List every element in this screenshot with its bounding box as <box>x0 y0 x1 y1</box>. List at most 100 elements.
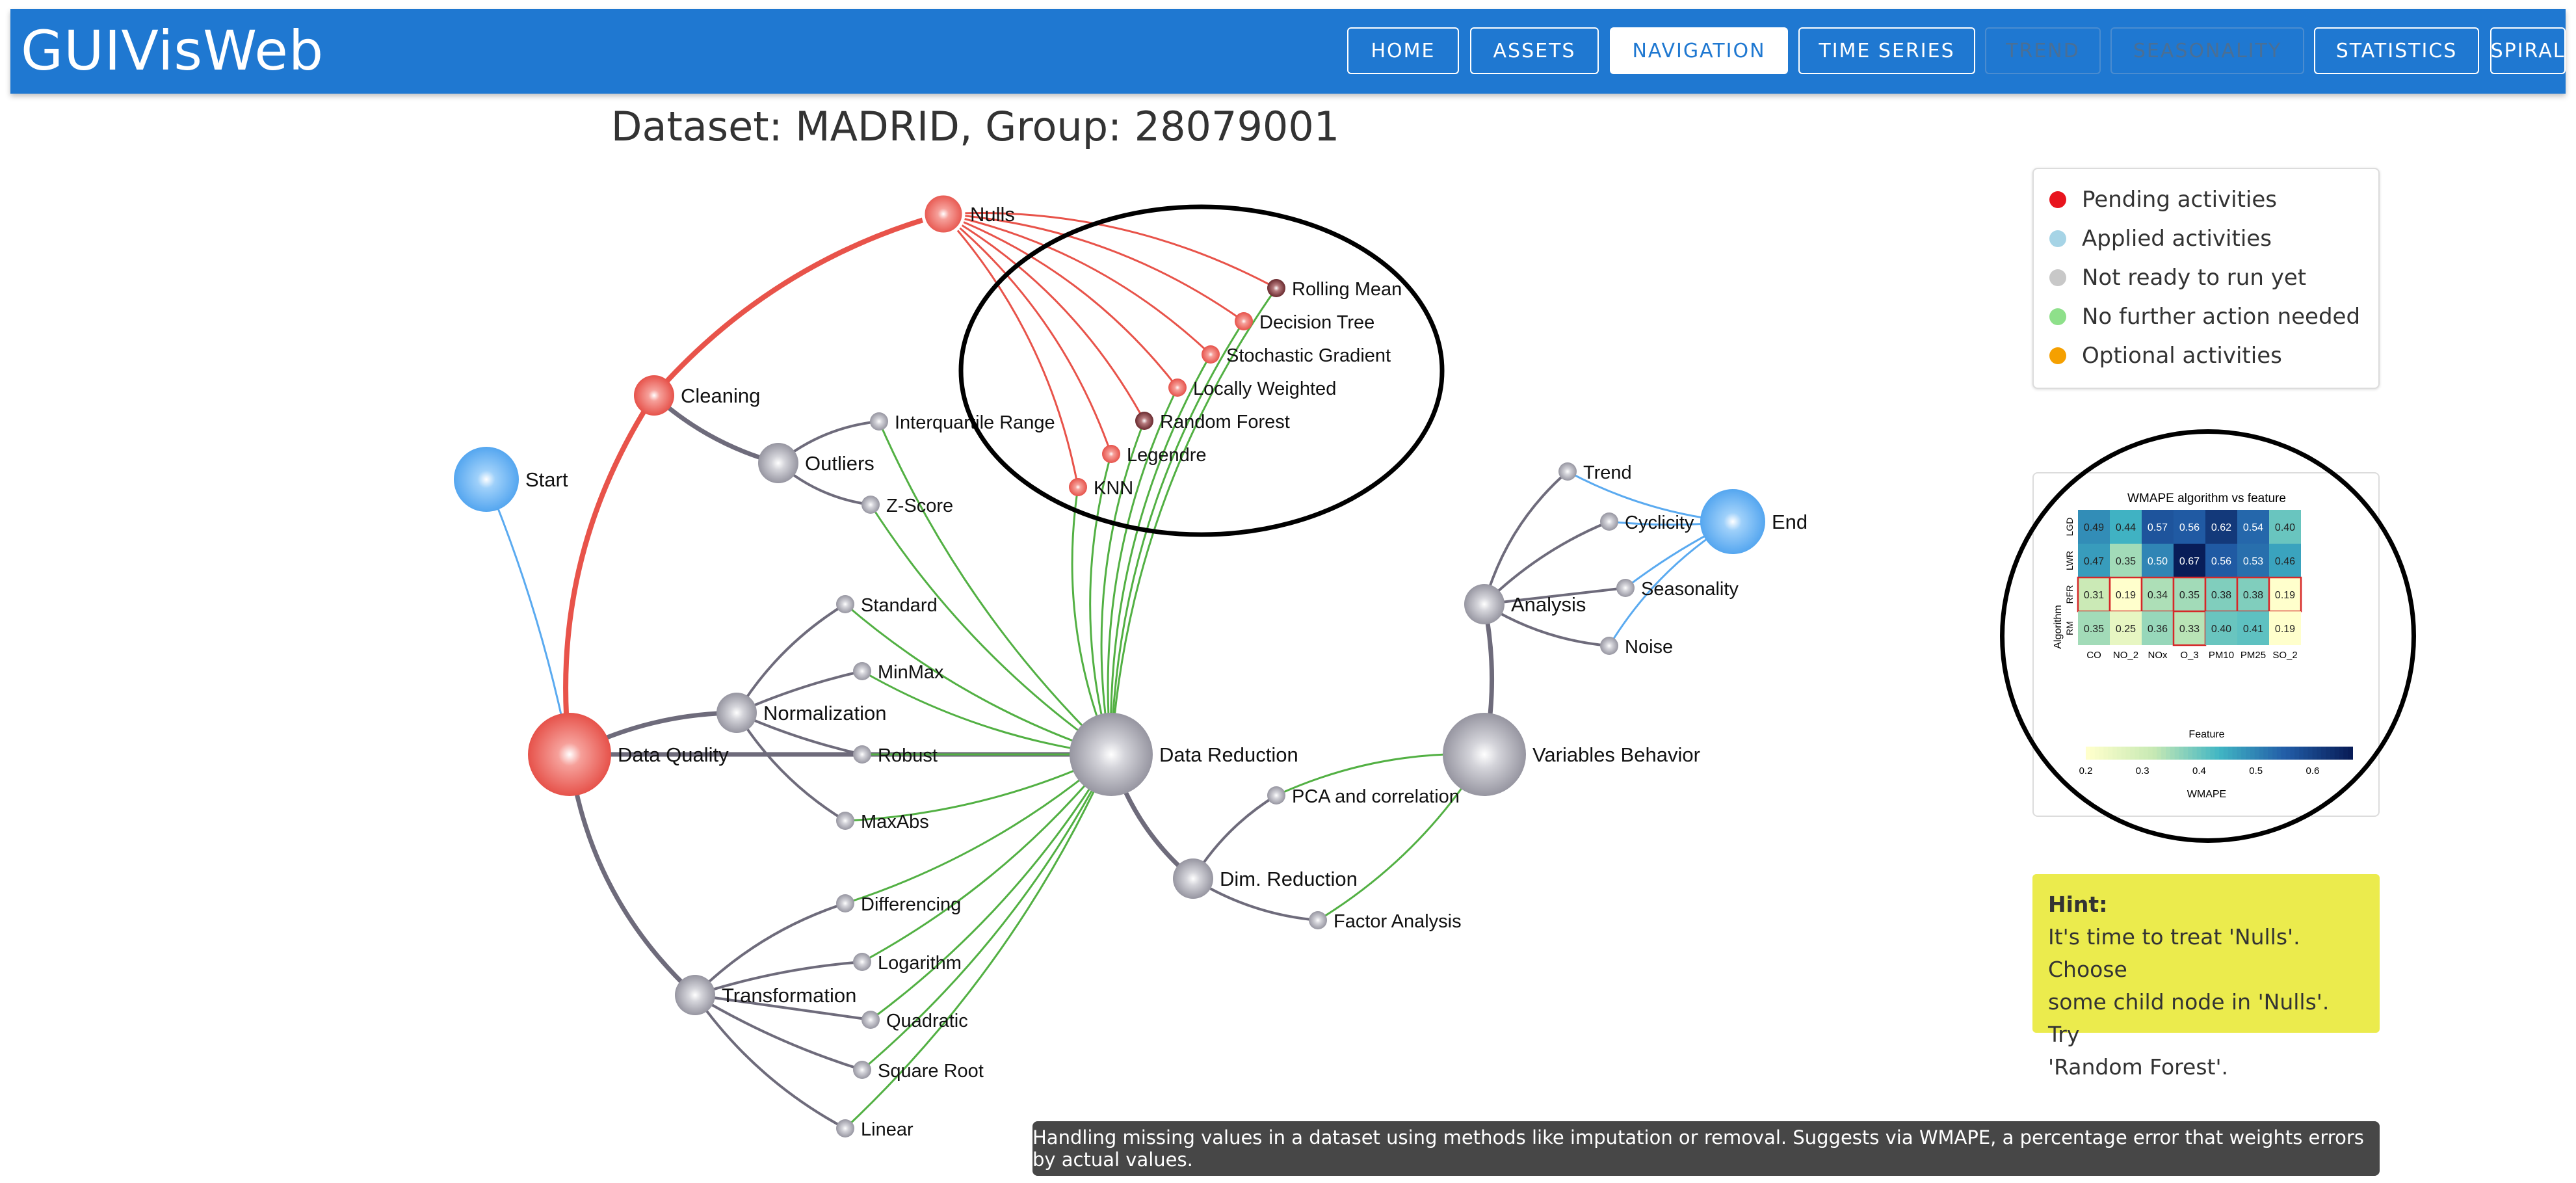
node-circle[interactable] <box>836 894 854 912</box>
node-circle[interactable] <box>861 1011 880 1029</box>
graph-node-cleaning[interactable]: Cleaning <box>634 375 760 416</box>
graph-node-standard[interactable]: Standard <box>836 595 938 616</box>
nav-spiral-button[interactable]: SPIRAL <box>2490 27 2566 74</box>
node-circle[interactable] <box>870 412 888 431</box>
node-label: Trend <box>1583 462 1632 483</box>
nav-statistics-button[interactable]: STATISTICS <box>2314 27 2479 74</box>
edge-normalization-maxabs <box>735 711 847 822</box>
node-circle[interactable] <box>1069 478 1087 496</box>
graph-node-iqr[interactable]: Interquartile Range <box>870 412 1055 433</box>
nav-assets-button[interactable]: ASSETS <box>1470 27 1599 74</box>
graph-node-end[interactable]: End <box>1700 489 1807 554</box>
node-circle[interactable] <box>1464 584 1505 624</box>
hint-title: Hint: <box>2048 892 2108 917</box>
node-label: Data Quality <box>618 743 729 766</box>
graph-node-variables-behavior[interactable]: Variables Behavior <box>1443 713 1700 796</box>
node-circle[interactable] <box>1616 579 1635 597</box>
node-circle[interactable] <box>675 975 715 1015</box>
edge-quadratic-data_reduction <box>870 754 1112 1021</box>
node-circle[interactable] <box>853 1061 871 1079</box>
graph-node-locally-weighted[interactable]: Locally Weighted <box>1168 379 1336 399</box>
app-brand[interactable]: GUIVisWeb <box>21 19 324 83</box>
graph-node-transformation[interactable]: Transformation <box>675 975 856 1015</box>
node-circle[interactable] <box>1202 345 1220 364</box>
nav-trend-button[interactable]: TREND <box>1985 27 2101 74</box>
graph-node-differencing[interactable]: Differencing <box>836 894 961 915</box>
graph-node-cyclicity[interactable]: Cyclicity <box>1600 512 1694 533</box>
graph-node-zscore[interactable]: Z-Score <box>861 496 953 516</box>
graph-node-analysis[interactable]: Analysis <box>1464 584 1586 624</box>
node-circle[interactable] <box>836 1119 854 1137</box>
node-circle[interactable] <box>1443 713 1526 796</box>
graph-node-rolling-mean[interactable]: Rolling Mean <box>1267 279 1402 300</box>
node-circle[interactable] <box>1173 858 1213 899</box>
node-circle[interactable] <box>634 375 674 416</box>
graph-node-trend[interactable]: Trend <box>1558 462 1632 483</box>
node-circle[interactable] <box>528 713 611 796</box>
nav-time-series-button[interactable]: TIME SERIES <box>1798 27 1975 74</box>
graph-node-data-reduction[interactable]: Data Reduction <box>1070 713 1298 796</box>
graph-node-normalization[interactable]: Normalization <box>716 693 887 733</box>
node-label: Locally Weighted <box>1193 379 1336 399</box>
node-circle[interactable] <box>853 953 871 971</box>
graph-node-legendre[interactable]: Legendre <box>1102 445 1207 466</box>
node-label: Outliers <box>805 452 874 475</box>
graph-node-logarithm[interactable]: Logarithm <box>853 953 962 974</box>
node-circle[interactable] <box>1267 279 1285 297</box>
graph-node-noise[interactable]: Noise <box>1600 637 1673 658</box>
node-circle[interactable] <box>1600 637 1618 655</box>
node-circle[interactable] <box>716 693 757 733</box>
graph-node-factor-analysis[interactable]: Factor Analysis <box>1309 911 1462 932</box>
graph-node-start[interactable]: Start <box>454 447 568 512</box>
nav-navigation-button[interactable]: NAVIGATION <box>1610 27 1788 74</box>
graph-node-data-quality[interactable]: Data Quality <box>528 713 729 796</box>
graph-node-random-forest[interactable]: Random Forest <box>1135 412 1290 432</box>
node-label: Data Reduction <box>1159 743 1298 766</box>
node-circle[interactable] <box>861 496 880 514</box>
node-circle[interactable] <box>853 745 871 764</box>
node-circle[interactable] <box>758 443 798 483</box>
node-circle[interactable] <box>1135 412 1153 430</box>
graph-node-square-root[interactable]: Square Root <box>853 1061 984 1082</box>
node-circle[interactable] <box>836 812 854 830</box>
edge-logarithm-data_reduction <box>861 754 1112 963</box>
node-label: Noise <box>1625 637 1673 658</box>
node-circle[interactable] <box>1267 786 1285 804</box>
graph-node-decision-tree[interactable]: Decision Tree <box>1235 312 1374 333</box>
node-circle[interactable] <box>1700 489 1765 554</box>
graph-node-linear[interactable]: Linear <box>836 1119 913 1140</box>
graph-node-outliers[interactable]: Outliers <box>758 443 874 483</box>
graph-node-quadratic[interactable]: Quadratic <box>861 1011 968 1031</box>
graph-node-maxabs[interactable]: MaxAbs <box>836 812 929 832</box>
node-circle[interactable] <box>1168 379 1187 397</box>
node-circle[interactable] <box>1600 512 1618 531</box>
graph-node-knn[interactable]: KNN <box>1069 478 1133 499</box>
edge-analysis-trend <box>1483 470 1569 605</box>
graph-node-minmax[interactable]: MinMax <box>853 662 944 683</box>
node-label: Square Root <box>878 1061 984 1082</box>
graph-node-robust[interactable]: Robust <box>853 745 938 766</box>
edge-stochastic_gradient-data_reduction <box>1110 354 1212 755</box>
edge-nulls-legendre <box>943 213 1112 455</box>
node-circle[interactable] <box>1235 312 1253 330</box>
nav-seasonality-button[interactable]: SEASONALITY <box>2110 27 2304 74</box>
node-circle[interactable] <box>454 447 519 512</box>
hint-box: Hint: It's time to treat 'Nulls'. Choose… <box>2032 874 2380 1080</box>
node-circle[interactable] <box>836 595 854 613</box>
node-circle[interactable] <box>1102 445 1120 463</box>
highlight-circle <box>958 204 1445 537</box>
node-circle[interactable] <box>1309 911 1327 929</box>
graph-node-nulls[interactable]: Nulls <box>921 192 1015 236</box>
node-circle[interactable] <box>1070 713 1153 796</box>
nav-home-button[interactable]: HOME <box>1347 27 1459 74</box>
edge-transformation-square_root <box>694 994 863 1071</box>
graph-node-pca[interactable]: PCA and correlation <box>1267 786 1460 807</box>
node-label: Robust <box>878 745 938 766</box>
graph-node-seasonality[interactable]: Seasonality <box>1616 579 1739 600</box>
graph-node-dim-reduction[interactable]: Dim. Reduction <box>1173 858 1358 899</box>
node-circle[interactable] <box>921 192 966 236</box>
node-circle[interactable] <box>853 662 871 680</box>
graph-node-stochastic-gradient[interactable]: Stochastic Gradient <box>1202 345 1391 366</box>
legend-item-not-ready: Not ready to run yet <box>2049 261 2306 294</box>
node-circle[interactable] <box>1558 462 1577 481</box>
